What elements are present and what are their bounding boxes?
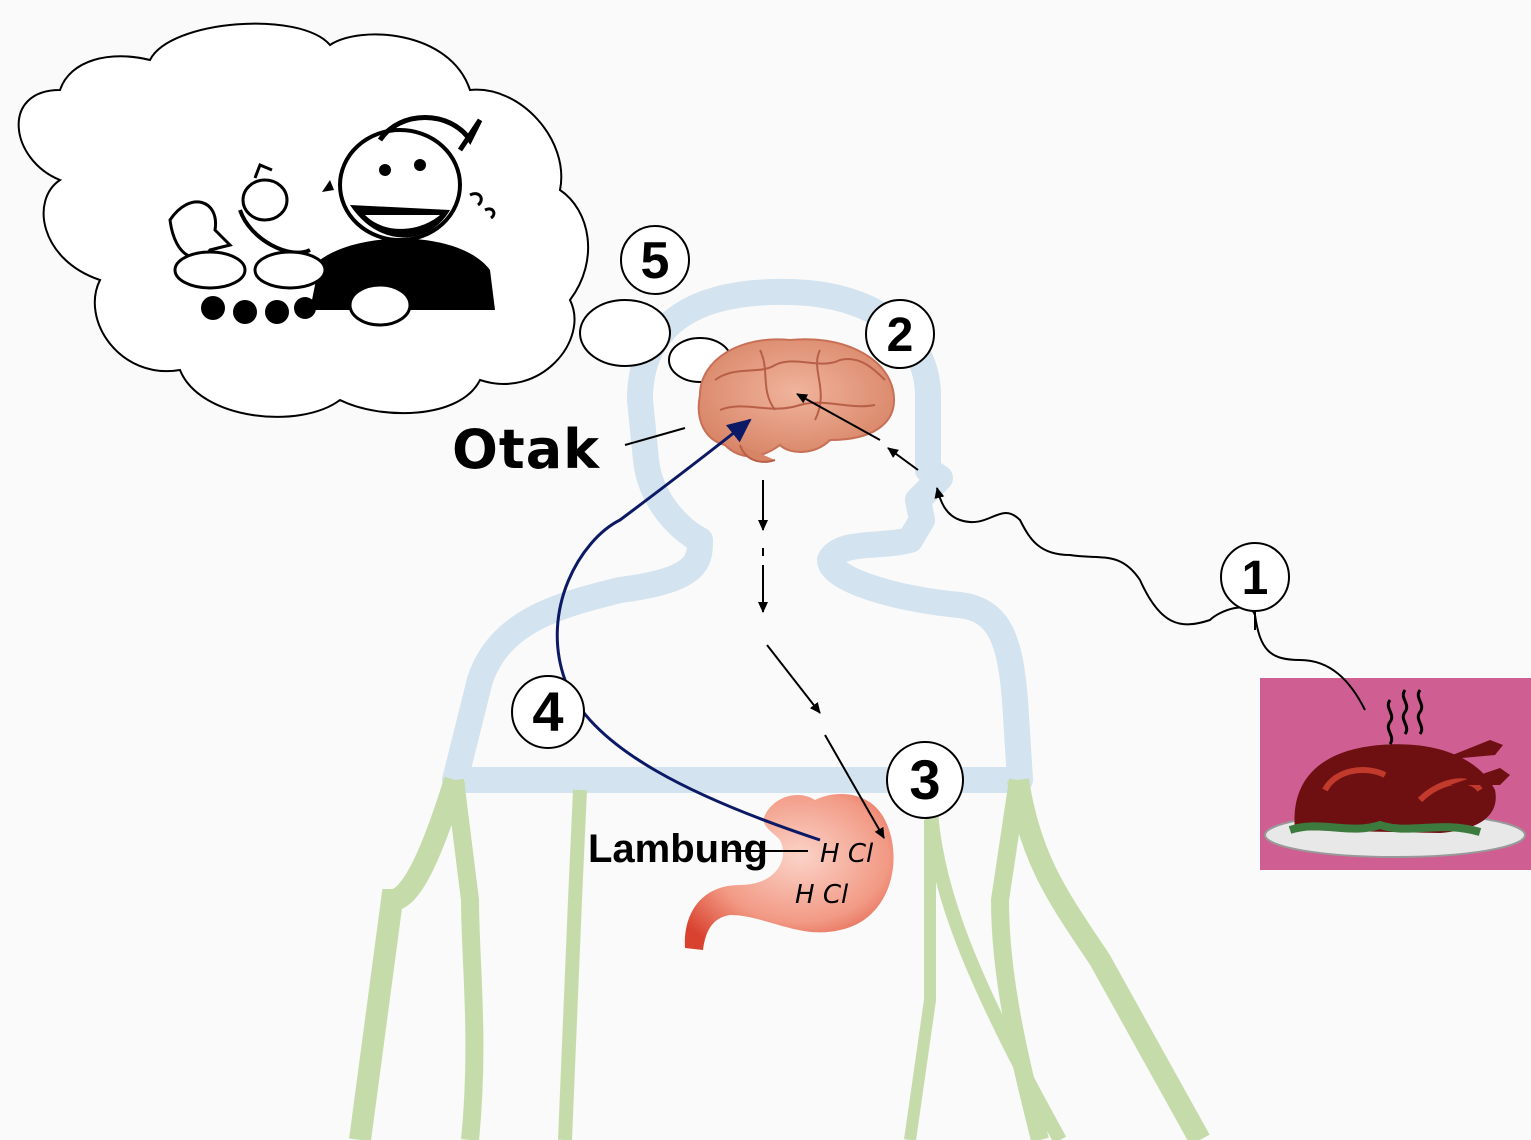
step-number-2: 2: [887, 309, 914, 362]
brain-illustration: [699, 339, 894, 462]
step-marker-3: 3: [887, 742, 963, 818]
nose-to-brain-arrow-1: [888, 448, 918, 470]
acid-label-2: H Cl: [795, 880, 849, 910]
step-marker-4: 4: [512, 676, 584, 748]
step-marker-5: 5: [621, 226, 689, 294]
stomach-label: Lambung: [588, 827, 768, 871]
step-number-4: 4: [532, 680, 563, 743]
step-number-1: 1: [1242, 552, 1269, 605]
step-number-3: 3: [909, 748, 940, 811]
step-marker-1: 1: [1221, 543, 1289, 611]
roast-chicken-icon: [1260, 678, 1531, 870]
step-number-5: 5: [641, 232, 670, 290]
acid-label-1: H Cl: [820, 839, 874, 869]
stomach-illustration: [685, 794, 894, 950]
step-marker-2: 2: [866, 300, 934, 368]
brain-stomach-arrow-3: [767, 645, 820, 713]
brain-label: Otak: [452, 418, 600, 481]
